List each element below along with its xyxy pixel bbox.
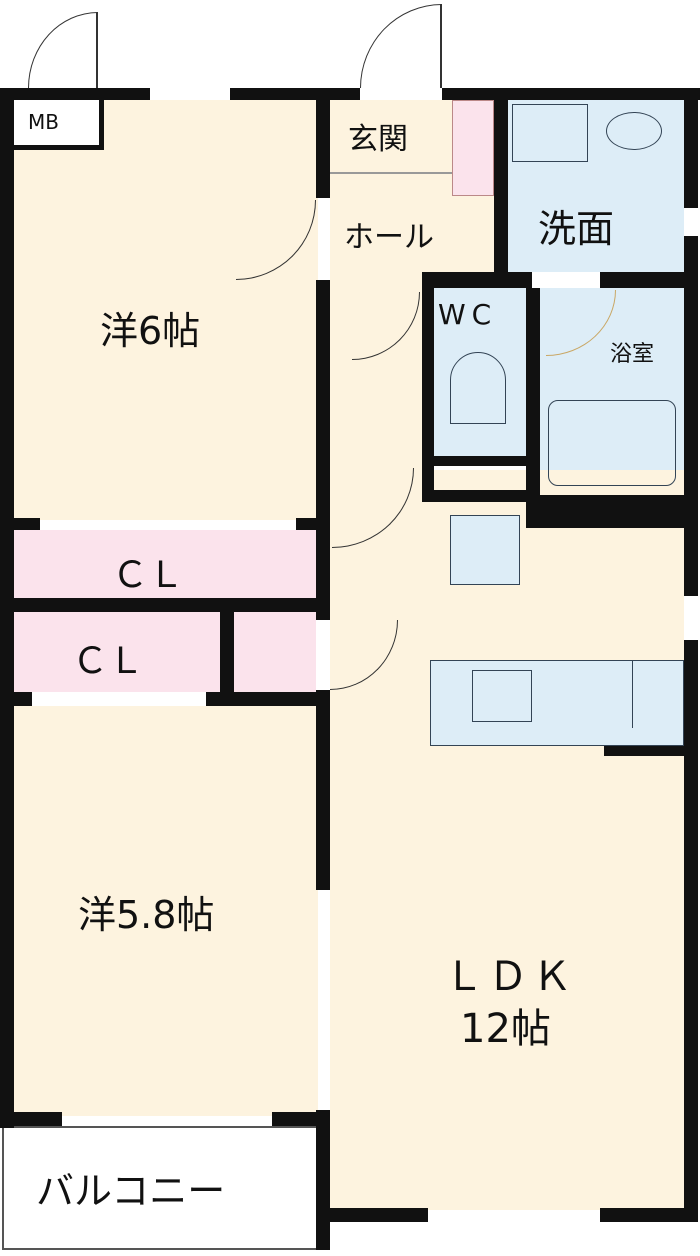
closet-2 [14, 612, 220, 692]
wall [0, 1112, 62, 1126]
label-hall: ホール [344, 220, 434, 255]
wall [526, 288, 540, 528]
wall [220, 612, 234, 692]
ventilation-box [450, 515, 520, 585]
closet-3 [234, 612, 316, 692]
kitchen-counter [430, 660, 684, 746]
wall [0, 88, 150, 100]
wall [422, 272, 434, 502]
label-wc: WC [438, 298, 498, 331]
entrance-door-swing [360, 4, 442, 88]
label-bath: 浴室 [610, 342, 655, 367]
label-western-6: 洋6帖 [100, 309, 201, 353]
wall [442, 88, 700, 100]
wall [0, 518, 40, 530]
wall [0, 598, 330, 612]
western-room-5-8 [14, 706, 318, 1116]
counter-divider [632, 660, 633, 728]
wall [526, 495, 698, 528]
label-genkan: 玄関 [348, 122, 408, 157]
wash-basin [606, 112, 662, 150]
wall [296, 518, 330, 530]
mb-door-swing [28, 12, 98, 88]
wall [0, 692, 32, 706]
sink [472, 670, 532, 722]
wall [684, 88, 698, 208]
mb-box [14, 100, 104, 150]
wall [318, 1208, 428, 1222]
wall [316, 1110, 330, 1250]
genkan-step-line [330, 172, 452, 174]
wall [684, 236, 698, 596]
label-ldk: ＬＤＫ [444, 954, 576, 1000]
label-closet-1: ＣＬ [112, 555, 185, 596]
ldk [330, 470, 684, 1210]
wall [206, 692, 330, 706]
wall [494, 88, 508, 272]
toilet [450, 352, 506, 424]
closet-1 [14, 530, 316, 598]
wall [600, 1208, 698, 1222]
wall [600, 272, 698, 288]
wall [272, 1112, 330, 1126]
wall [316, 88, 330, 198]
wall [422, 490, 532, 502]
label-washroom: 洗面 [538, 207, 615, 251]
label-balcony: バルコニー [36, 1169, 226, 1213]
bathtub [548, 400, 676, 486]
wall [316, 690, 330, 890]
shoe-cabinet [452, 100, 494, 196]
washer-space [512, 104, 588, 162]
wall [684, 640, 698, 1222]
wall [422, 456, 532, 466]
wall [316, 280, 330, 620]
label-ldk-size: 12帖 [460, 1006, 551, 1052]
label-mb: MB [28, 110, 59, 134]
balcony-area [2, 1126, 328, 1250]
ldk-upper [526, 528, 684, 538]
label-closet-2: ＣＬ [72, 641, 145, 682]
western-room-6 [14, 100, 318, 520]
wall [422, 272, 532, 288]
wall [230, 88, 360, 100]
label-western-5-8: 洋5.8帖 [78, 893, 215, 937]
wall [604, 746, 684, 756]
